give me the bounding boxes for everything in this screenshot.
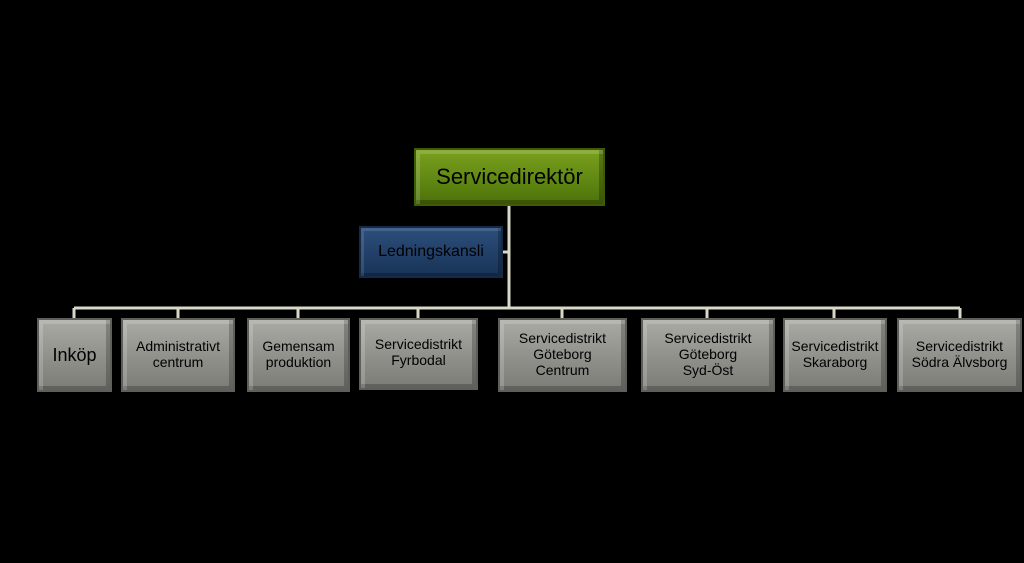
unit-node: Gemensam produktion bbox=[247, 318, 350, 392]
staff-node-label: Ledningskansli bbox=[378, 243, 484, 261]
unit-node: Servicedistrikt Skaraborg bbox=[783, 318, 887, 392]
unit-node-label: Inköp bbox=[52, 344, 97, 365]
unit-node-label: Servicedistrikt Södra Älvsborg bbox=[911, 338, 1008, 370]
unit-node: Administrativt centrum bbox=[121, 318, 235, 392]
unit-node-label: Gemensam produktion bbox=[262, 338, 335, 370]
unit-node-label: Servicedistrikt Fyrbodal bbox=[374, 336, 463, 368]
unit-node: Servicedistrikt Göteborg Syd-Öst bbox=[641, 318, 775, 392]
unit-node: Inköp bbox=[37, 318, 112, 392]
root-node-label: Servicedirektör bbox=[436, 163, 583, 189]
unit-node-label: Servicedistrikt Göteborg Syd-Öst bbox=[664, 330, 752, 378]
unit-node-label: Servicedistrikt Göteborg Centrum bbox=[518, 330, 607, 378]
unit-node-label: Administrativt centrum bbox=[135, 338, 221, 370]
unit-node: Servicedistrikt Göteborg Centrum bbox=[498, 318, 627, 392]
unit-node-label: Servicedistrikt Skaraborg bbox=[791, 338, 879, 370]
root-node: Servicedirektör bbox=[414, 148, 605, 206]
unit-node: Servicedistrikt Fyrbodal bbox=[359, 318, 478, 390]
unit-node: Servicedistrikt Södra Älvsborg bbox=[897, 318, 1022, 392]
staff-node: Ledningskansli bbox=[359, 226, 503, 278]
